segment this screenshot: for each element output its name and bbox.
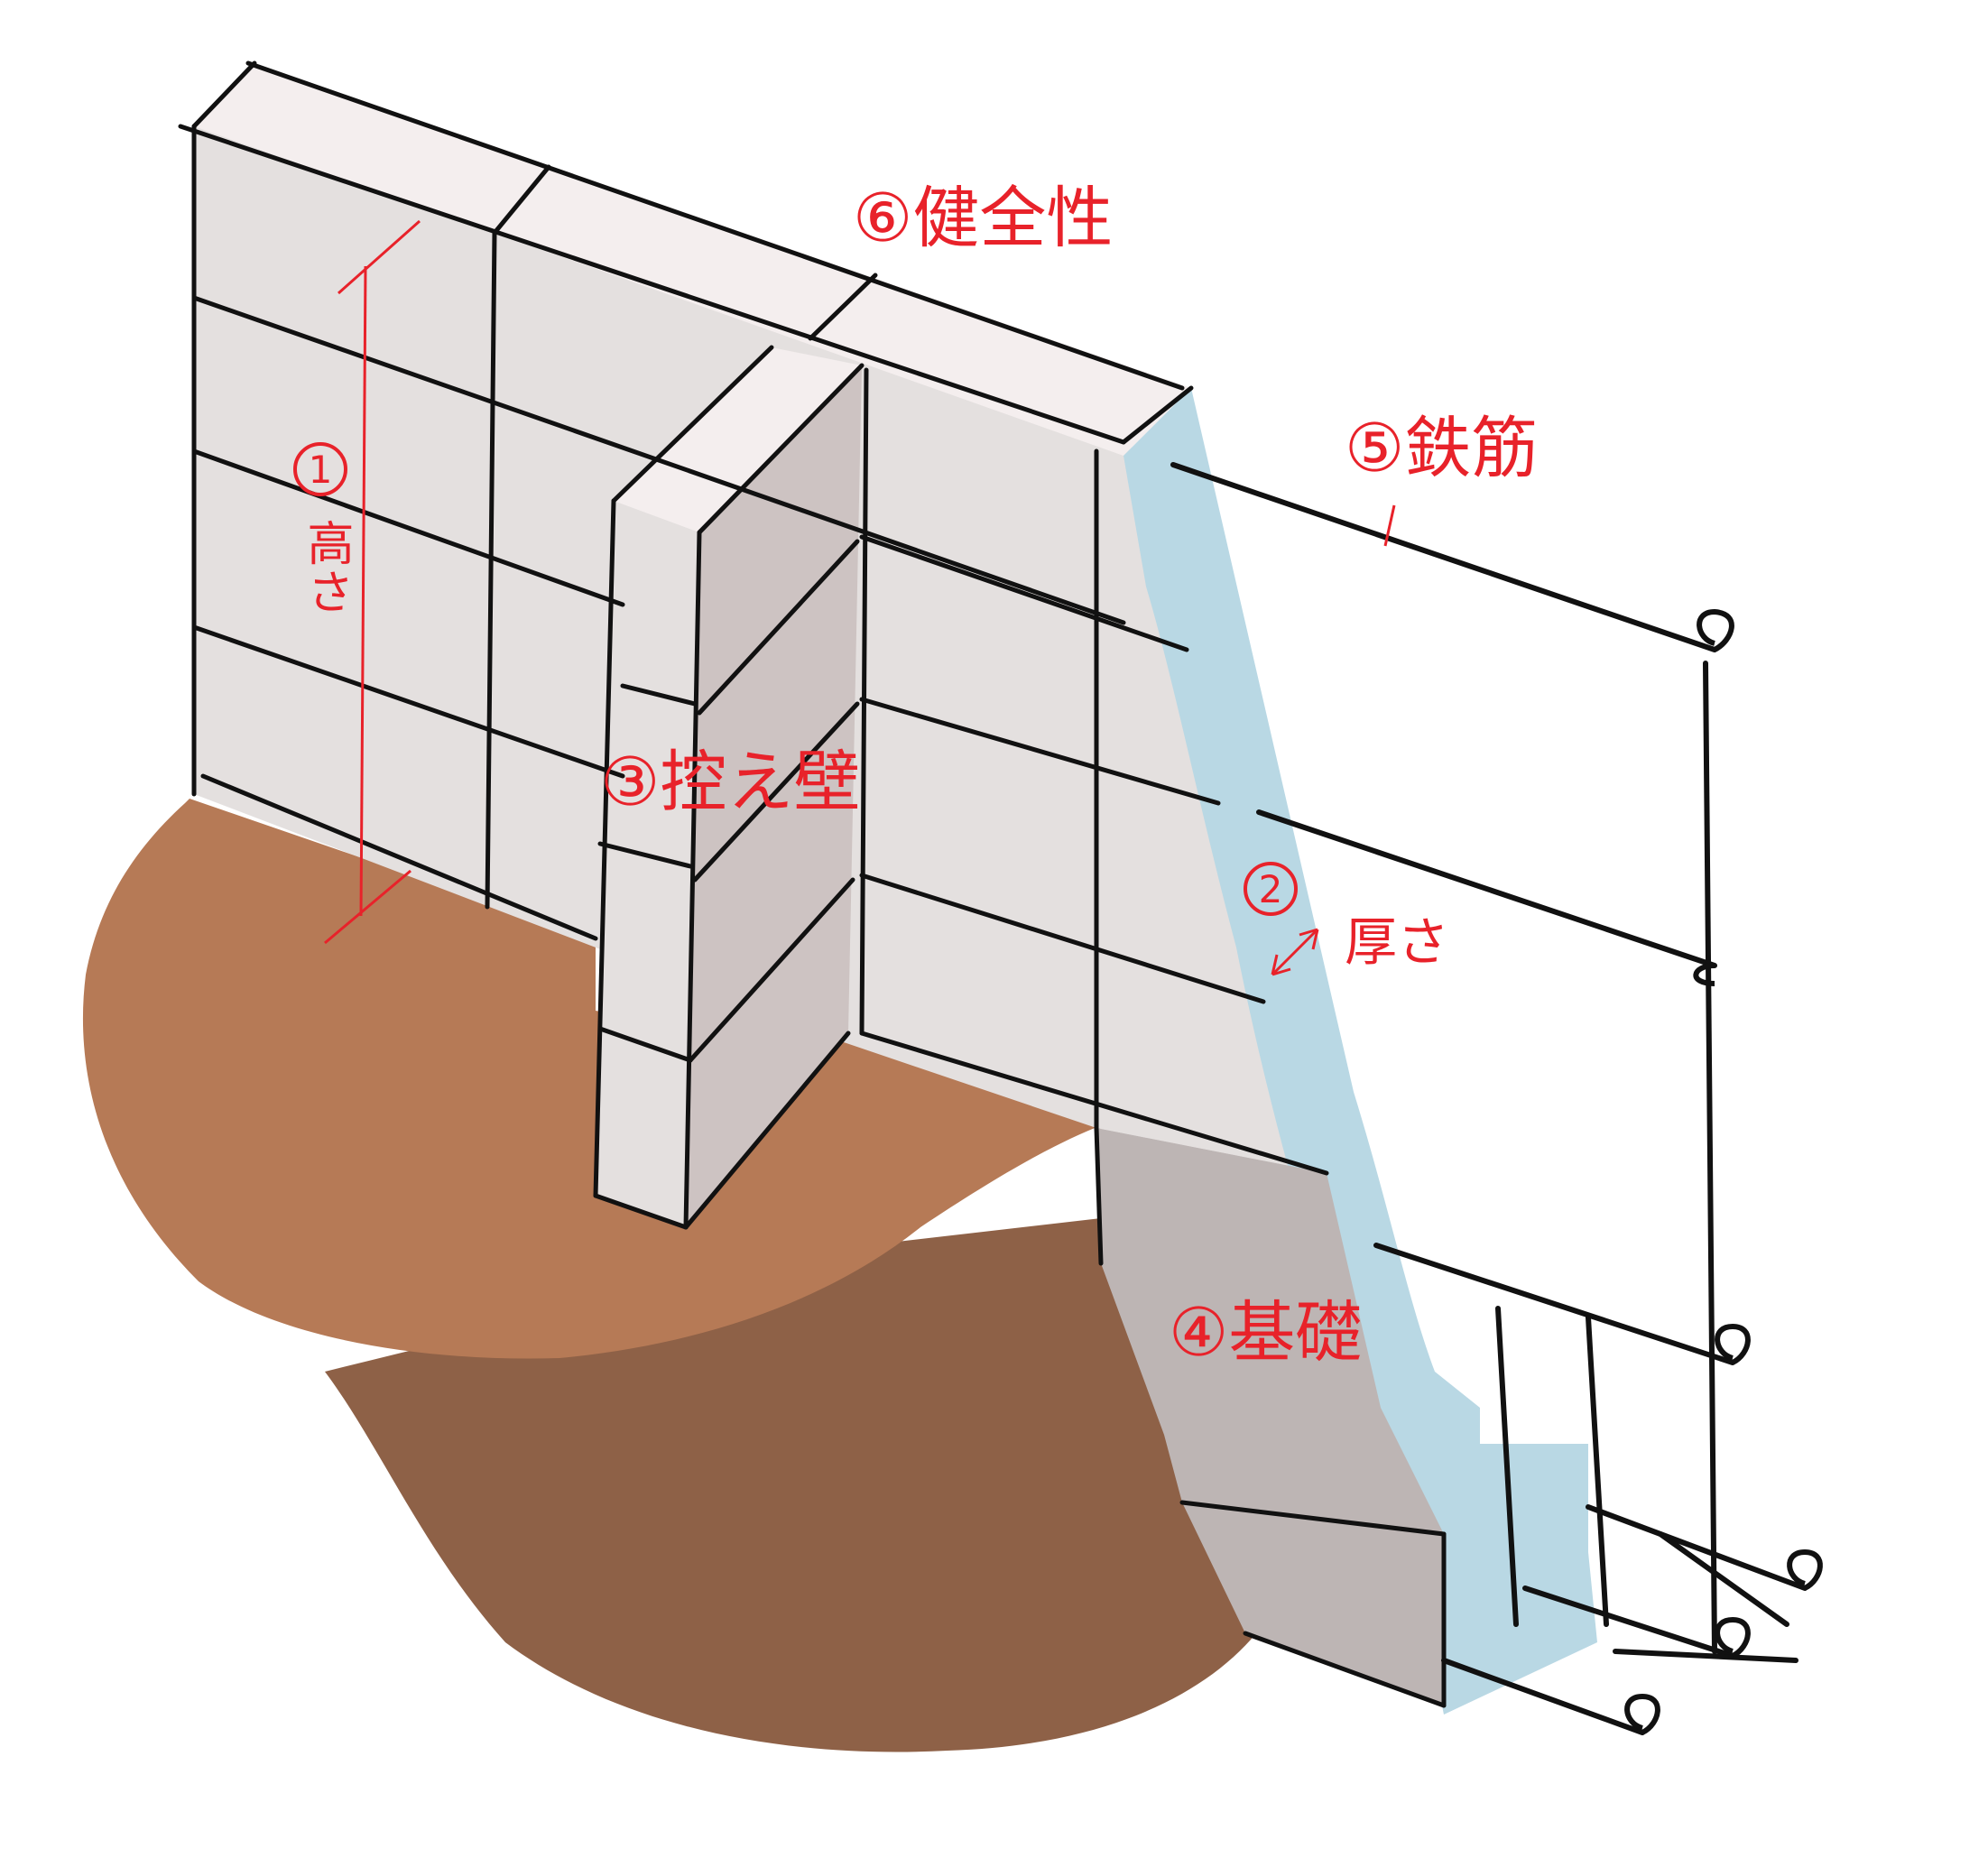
label-rebar: ⑤鉄筋 (1345, 410, 1539, 487)
label-integrity: ⑥健全性 (853, 180, 1114, 257)
buttress-front (596, 501, 699, 1227)
label-thickness: 厚さ (1345, 911, 1450, 973)
wall-top (194, 63, 1191, 456)
marker-thickness-number: 2 (1244, 862, 1298, 916)
label-height: 高さ (299, 519, 353, 616)
rebar-hooks (1624, 608, 1823, 1735)
dimension-markers (324, 219, 1396, 976)
rebar-lines (1170, 462, 1808, 1735)
mortar-section (1123, 388, 1597, 1715)
foundation-footing (1182, 1502, 1444, 1705)
label-buttress: ③控え壁 (600, 744, 861, 821)
marker-height-number: 1 (293, 442, 347, 496)
wall-outlines (178, 60, 1447, 1708)
label-foundation: ④基礎 (1169, 1294, 1363, 1372)
buttress-top (614, 347, 862, 532)
